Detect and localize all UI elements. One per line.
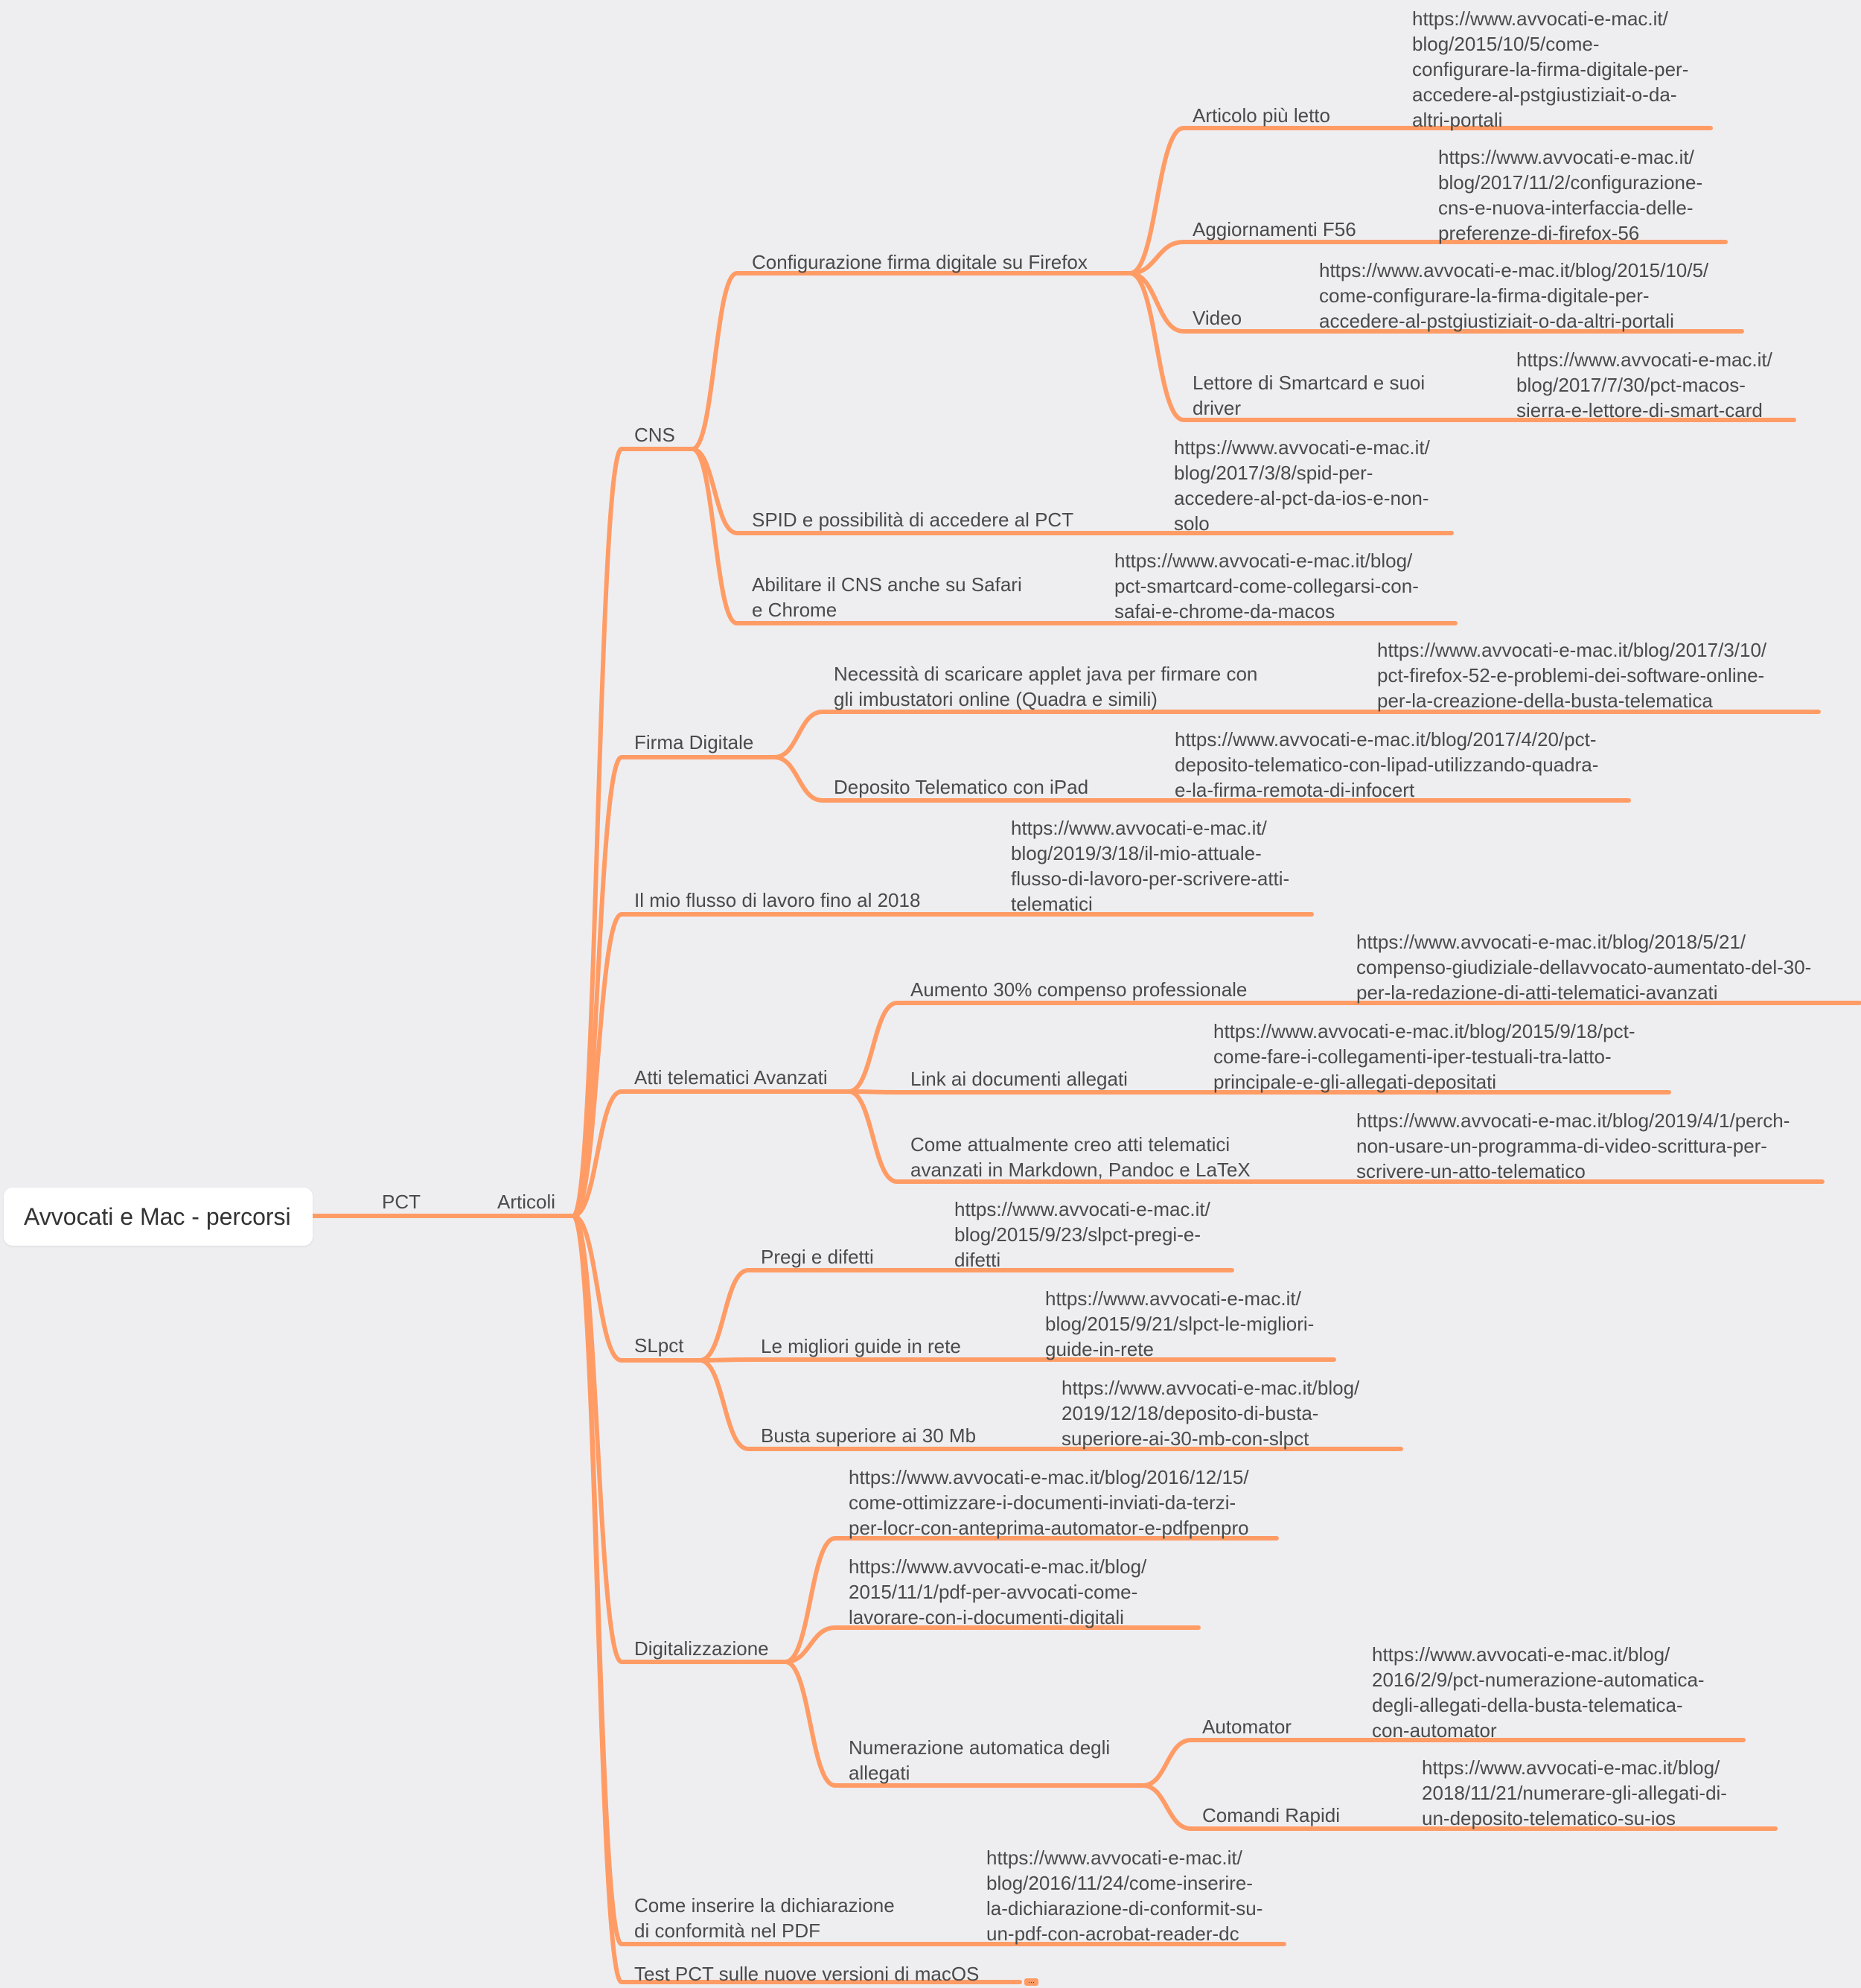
link-cns-firefox-articolo[interactable]: https://www.avvocati-e-mac.it/ blog/2015… <box>1412 7 1689 131</box>
node-cns-safari[interactable]: Abilitare il CNS anche su Safari e Chrom… <box>752 573 1022 621</box>
link-atti-aumento[interactable]: https://www.avvocati-e-mac.it/blog/2018/… <box>1356 931 1812 1004</box>
node-slpct-guide[interactable]: Le migliori guide in rete <box>761 1335 961 1357</box>
branch-cns <box>571 447 695 1218</box>
branch-atti-markdown <box>846 1089 1825 1184</box>
branch-digit-1 <box>783 1536 1279 1664</box>
branch-flusso <box>571 912 1314 1218</box>
link-conformita[interactable]: https://www.avvocati-e-mac.it/ blog/2016… <box>986 1847 1263 1945</box>
branch-firma-applet <box>772 710 1821 759</box>
root-node[interactable] <box>4 1188 313 1246</box>
link-flusso[interactable]: https://www.avvocati-e-mac.it/ blog/2019… <box>1011 817 1290 915</box>
branch-cns-safari <box>690 447 1458 625</box>
link-firma-ipad[interactable]: https://www.avvocati-e-mac.it/blog/2017/… <box>1175 728 1599 801</box>
branch-digit <box>571 1214 788 1664</box>
branch-digit-2 <box>783 1625 1201 1664</box>
link-digit-2[interactable]: https://www.avvocati-e-mac.it/blog/ 2015… <box>849 1555 1147 1628</box>
branch-slpct-pregi <box>698 1268 1234 1363</box>
node-firma[interactable]: Firma Digitale <box>634 731 754 754</box>
branch-digit-num <box>783 1660 1145 1788</box>
node-cns-firefox-video[interactable]: Video <box>1193 307 1242 329</box>
node-slpct[interactable]: SLpct <box>634 1334 684 1357</box>
node-digit-comandi[interactable]: Comandi Rapidi <box>1202 1804 1340 1826</box>
link-cns-firefox-video[interactable]: https://www.avvocati-e-mac.it/blog/2015/… <box>1319 259 1709 332</box>
node-test[interactable]: Test PCT sulle nuove versioni di macOS <box>634 1963 980 1985</box>
root-node-label: Avvocati e Mac - percorsi <box>24 1203 291 1230</box>
branch-num-comandi <box>1140 1783 1778 1831</box>
node-slpct-pregi[interactable]: Pregi e difetti <box>761 1246 874 1268</box>
node-atti-markdown[interactable]: Come attualmente creo atti telematici av… <box>910 1133 1251 1181</box>
link-slpct-guide[interactable]: https://www.avvocati-e-mac.it/ blog/2015… <box>1045 1287 1315 1360</box>
branch-firefox-video <box>1128 271 1744 334</box>
link-cns-spid[interactable]: https://www.avvocati-e-mac.it/ blog/2017… <box>1174 436 1430 535</box>
branch-firefox-f56 <box>1128 240 1728 275</box>
node-firma-applet[interactable]: Necessità di scaricare applet java per f… <box>834 663 1258 710</box>
branch-slpct <box>571 1214 702 1363</box>
node-digit-automator[interactable]: Automator <box>1202 1715 1292 1738</box>
node-articoli[interactable]: Articoli <box>497 1191 556 1213</box>
link-atti-link[interactable]: https://www.avvocati-e-mac.it/blog/2015/… <box>1213 1020 1635 1093</box>
branch-firefox-lettore <box>1128 271 1796 422</box>
node-digit-num[interactable]: Numerazione automatica degli allegati <box>849 1736 1111 1784</box>
node-firma-ipad[interactable]: Deposito Telematico con iPad <box>834 776 1089 798</box>
node-cns-firefox-lettore[interactable]: Lettore di Smartcard e suoi driver <box>1193 372 1426 419</box>
branch-atti <box>571 1089 851 1218</box>
node-flusso[interactable]: Il mio flusso di lavoro fino al 2018 <box>634 889 921 911</box>
link-cns-safari[interactable]: https://www.avvocati-e-mac.it/blog/ pct-… <box>1114 549 1419 622</box>
branch-atti-aumento <box>846 1001 1861 1094</box>
branch-num-automator <box>1140 1738 1746 1788</box>
node-cns-spid[interactable]: SPID e possibilità di accedere al PCT <box>752 509 1074 531</box>
node-atti[interactable]: Atti telematici Avanzati <box>634 1066 828 1089</box>
node-cns-firefox-articolo[interactable]: Articolo più letto <box>1193 104 1330 127</box>
link-slpct-pregi[interactable]: https://www.avvocati-e-mac.it/ blog/2015… <box>954 1198 1210 1271</box>
collapsed-more-indicator[interactable]: ... <box>1024 1977 1038 1986</box>
node-slpct-busta[interactable]: Busta superiore ai 30 Mb <box>761 1424 977 1447</box>
link-cns-firefox-lettore[interactable]: https://www.avvocati-e-mac.it/ blog/2017… <box>1516 348 1772 421</box>
link-cns-firefox-f56[interactable]: https://www.avvocati-e-mac.it/ blog/2017… <box>1438 146 1703 244</box>
node-digit[interactable]: Digitalizzazione <box>634 1637 769 1660</box>
branch-firma-ipad <box>772 755 1631 803</box>
link-digit-automator[interactable]: https://www.avvocati-e-mac.it/blog/ 2016… <box>1372 1643 1705 1742</box>
branch-cns-firefox <box>690 271 1132 451</box>
node-conformita[interactable]: Come inserire la dichiarazione di confor… <box>634 1894 895 1942</box>
link-digit-1[interactable]: https://www.avvocati-e-mac.it/blog/2016/… <box>849 1466 1249 1539</box>
branch-firefox-articolo <box>1128 126 1713 275</box>
branch-test <box>571 1214 1022 1984</box>
node-cns-firefox[interactable]: Configurazione firma digitale su Firefox <box>752 251 1088 273</box>
node-atti-aumento[interactable]: Aumento 30% compenso professionale <box>910 978 1248 1001</box>
node-cns[interactable]: CNS <box>634 424 675 446</box>
node-cns-firefox-f56[interactable]: Aggiornamenti F56 <box>1193 218 1356 240</box>
branch-slpct-busta <box>698 1358 1403 1451</box>
link-digit-comandi[interactable]: https://www.avvocati-e-mac.it/blog/ 2018… <box>1422 1756 1727 1829</box>
link-atti-markdown[interactable]: https://www.avvocati-e-mac.it/blog/2019/… <box>1356 1109 1790 1182</box>
node-atti-link[interactable]: Link ai documenti allegati <box>910 1068 1128 1090</box>
node-pct[interactable]: PCT <box>382 1191 421 1213</box>
link-slpct-busta[interactable]: https://www.avvocati-e-mac.it/blog/ 2019… <box>1062 1377 1360 1450</box>
link-firma-applet[interactable]: https://www.avvocati-e-mac.it/blog/2017/… <box>1377 639 1767 712</box>
